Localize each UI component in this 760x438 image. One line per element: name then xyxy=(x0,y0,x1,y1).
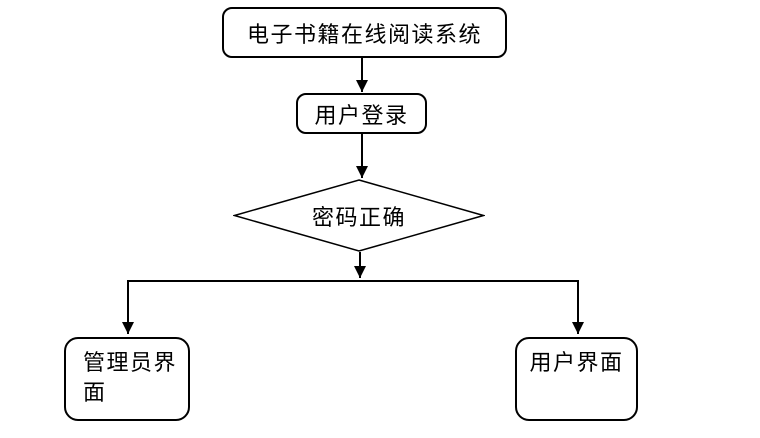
node-password-decision-label: 密码正确 xyxy=(311,205,406,231)
node-system: 电子书籍在线阅读系统 xyxy=(222,7,507,58)
node-admin-ui: 管理员界面 xyxy=(64,337,190,421)
node-system-label: 电子书籍在线阅读系统 xyxy=(246,22,482,48)
node-user-ui: 用户界面 xyxy=(515,337,638,421)
node-password-decision: 密码正确 xyxy=(233,179,485,252)
node-login: 用户登录 xyxy=(296,93,427,134)
node-admin-ui-label: 管理员界面 xyxy=(83,351,178,406)
diamond-shape xyxy=(233,179,485,252)
node-login-label: 用户登录 xyxy=(314,103,409,129)
node-user-ui-label: 用户界面 xyxy=(529,351,624,376)
